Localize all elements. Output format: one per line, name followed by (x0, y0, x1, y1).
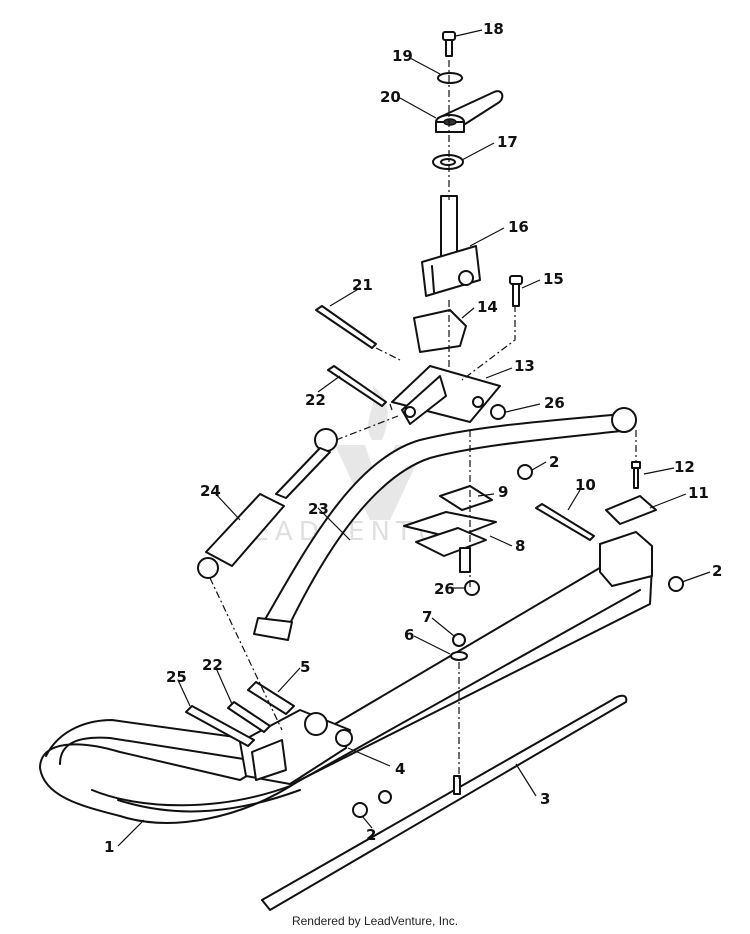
callouts: 18 19 20 17 16 15 21 14 13 22 26 2 24 9 … (104, 20, 722, 856)
callout-26-upper: 26 (544, 394, 565, 412)
callout-22-upper: 22 (305, 391, 326, 409)
callout-2-upper: 2 (549, 453, 559, 471)
callout-16: 16 (508, 218, 529, 236)
callout-22-lower: 22 (202, 656, 223, 674)
part-5-pin (247, 681, 295, 715)
callout-25: 25 (166, 668, 187, 686)
callout-23: 23 (308, 500, 329, 518)
callout-24: 24 (200, 482, 221, 500)
callout-1: 1 (104, 838, 114, 856)
callout-19: 19 (392, 47, 413, 65)
part-17-washer (432, 154, 464, 170)
part-1-ski (39, 531, 653, 824)
callout-11: 11 (688, 484, 709, 502)
callout-14: 14 (477, 298, 498, 316)
callout-2-lower: 2 (366, 826, 376, 844)
part-26-nut-lower (464, 580, 480, 596)
part-2-nut-lower-b (378, 790, 392, 804)
part-24-shock-absorber (197, 428, 338, 579)
part-2-nut-lower-a (352, 802, 368, 818)
part-18-bolt (442, 31, 456, 57)
callout-26-lower: 26 (434, 580, 455, 598)
callout-12: 12 (674, 458, 695, 476)
part-4-saddle (239, 709, 353, 785)
footer-credit: Rendered by LeadVenture, Inc. (291, 914, 459, 928)
assembly-lines (209, 60, 637, 780)
part-6-washer (450, 651, 468, 661)
callout-10: 10 (575, 476, 596, 494)
callout-7: 7 (422, 608, 432, 626)
part-19-washer (437, 72, 463, 84)
part-2-nut-right (668, 576, 684, 592)
part-7-nut (452, 633, 466, 647)
callout-21: 21 (352, 276, 373, 294)
callout-17: 17 (497, 133, 518, 151)
part-23-leaf-spring (253, 407, 637, 641)
callout-5: 5 (300, 658, 310, 676)
callout-6: 6 (404, 626, 414, 644)
part-16-spindle (421, 195, 481, 297)
part-13-mount-bracket (391, 365, 501, 425)
part-11-clip (605, 495, 657, 525)
part-26-nut-upper (490, 404, 506, 420)
part-22-bolt-lower (227, 701, 271, 733)
callout-3: 3 (540, 790, 550, 808)
callout-18: 18 (483, 20, 504, 38)
part-15-bolt (509, 275, 523, 307)
part-22-bolt-upper (327, 365, 387, 407)
leader-lines (117, 29, 711, 847)
part-8-plate (403, 511, 497, 573)
callout-20: 20 (380, 88, 401, 106)
part-12-bolt (631, 461, 641, 489)
part-14-bushing (413, 309, 467, 353)
part-10-bolt (535, 503, 595, 541)
callout-2-right: 2 (712, 562, 722, 580)
callout-8: 8 (515, 537, 525, 555)
callout-13: 13 (514, 357, 535, 375)
part-21-bolt (315, 305, 377, 349)
part-3-wear-bar (261, 694, 628, 911)
callout-15: 15 (543, 270, 564, 288)
part-25-bolt (185, 705, 255, 747)
callout-9: 9 (498, 483, 508, 501)
part-20-steering-arm (435, 90, 504, 133)
part-2-nut-upper (517, 464, 533, 480)
callout-4: 4 (395, 760, 405, 778)
part-9-pad (439, 485, 493, 511)
